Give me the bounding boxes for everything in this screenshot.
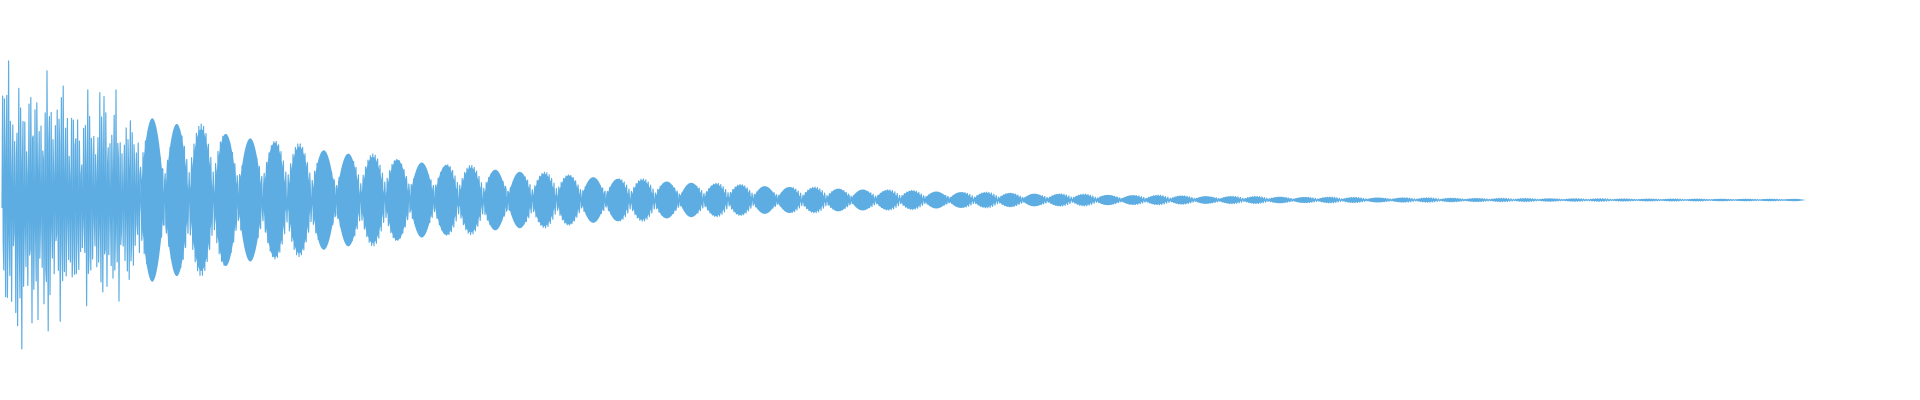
waveform-lobe xyxy=(1120,195,1145,205)
waveform-lobe xyxy=(360,156,385,244)
waveform-lobe xyxy=(801,187,826,213)
waveform-lobe xyxy=(1659,198,1684,202)
waveform-lobe xyxy=(581,177,606,223)
waveform-lobe xyxy=(189,129,214,271)
waveform-lobe xyxy=(1438,198,1463,202)
waveform-lobe xyxy=(752,186,777,214)
waveform-lobe xyxy=(1708,198,1733,202)
waveform-lobe xyxy=(1071,194,1096,206)
waveform-lobe xyxy=(1732,198,1757,202)
waveform-lobe xyxy=(1414,197,1439,203)
waveform-lobe xyxy=(997,193,1022,207)
waveform-lobe xyxy=(1144,195,1169,205)
waveform-lobe xyxy=(777,187,802,213)
waveform-lobe xyxy=(1340,197,1365,203)
waveform-lobe xyxy=(1512,198,1537,202)
waveform-lobe xyxy=(1169,195,1194,205)
waveform-lobe xyxy=(703,183,728,217)
waveform-lobe xyxy=(1463,198,1488,202)
waveform-lobe xyxy=(1487,198,1512,202)
waveform-lobe xyxy=(1242,196,1267,204)
waveform-lobe xyxy=(311,150,336,250)
waveform-lobe xyxy=(605,178,630,222)
waveform-lobe xyxy=(728,185,753,215)
waveform-lobe xyxy=(1610,198,1635,202)
waveform-lobe xyxy=(679,182,704,218)
waveform-lobe xyxy=(1022,193,1047,207)
waveform-lobe xyxy=(924,191,949,209)
waveform-lobe xyxy=(1536,198,1561,202)
waveform-lobe xyxy=(1316,197,1341,203)
waveform-lobe xyxy=(1267,196,1292,204)
waveform-lobe xyxy=(1389,197,1414,203)
waveform-lobe xyxy=(1095,194,1120,206)
waveform-lobe xyxy=(1634,198,1659,202)
waveform-lobe xyxy=(458,167,483,233)
waveform-lobe xyxy=(826,188,851,212)
waveform-lobe xyxy=(434,165,459,235)
waveform-lobe xyxy=(262,142,287,258)
waveform-lobe xyxy=(483,169,508,231)
waveform-lobe xyxy=(1585,198,1610,202)
waveform-lobe xyxy=(875,190,900,210)
waveform-lobe xyxy=(532,173,557,227)
waveform-lobe xyxy=(1757,198,1782,202)
waveform-lobe xyxy=(630,180,655,220)
waveform-lobe xyxy=(1561,198,1586,202)
waveform-lobe xyxy=(1365,197,1390,203)
waveform-lobe xyxy=(213,133,238,267)
waveform-lobe xyxy=(899,190,924,210)
waveform-lobe xyxy=(507,171,532,229)
waveform-lobe xyxy=(1193,196,1218,204)
waveform-lobe xyxy=(1781,198,1806,202)
waveform-lobe xyxy=(140,118,165,282)
waveform-lobe xyxy=(164,123,189,277)
waveform-lobe xyxy=(973,192,998,208)
waveform-lobe xyxy=(385,159,410,241)
waveform-lobe xyxy=(1218,196,1243,204)
waveform-lobe xyxy=(1291,197,1316,203)
waveform-lobe xyxy=(336,153,361,247)
waveform-lobe xyxy=(850,189,875,211)
waveform-lobe xyxy=(948,192,973,208)
waveform-lobe xyxy=(556,175,581,225)
waveform-lobe xyxy=(238,138,263,262)
waveform-lobe xyxy=(1683,198,1708,202)
waveform-lobe xyxy=(287,146,312,254)
waveform-lobe xyxy=(654,181,679,219)
waveform-lobe xyxy=(1046,194,1071,206)
waveform-lobe xyxy=(409,162,434,238)
